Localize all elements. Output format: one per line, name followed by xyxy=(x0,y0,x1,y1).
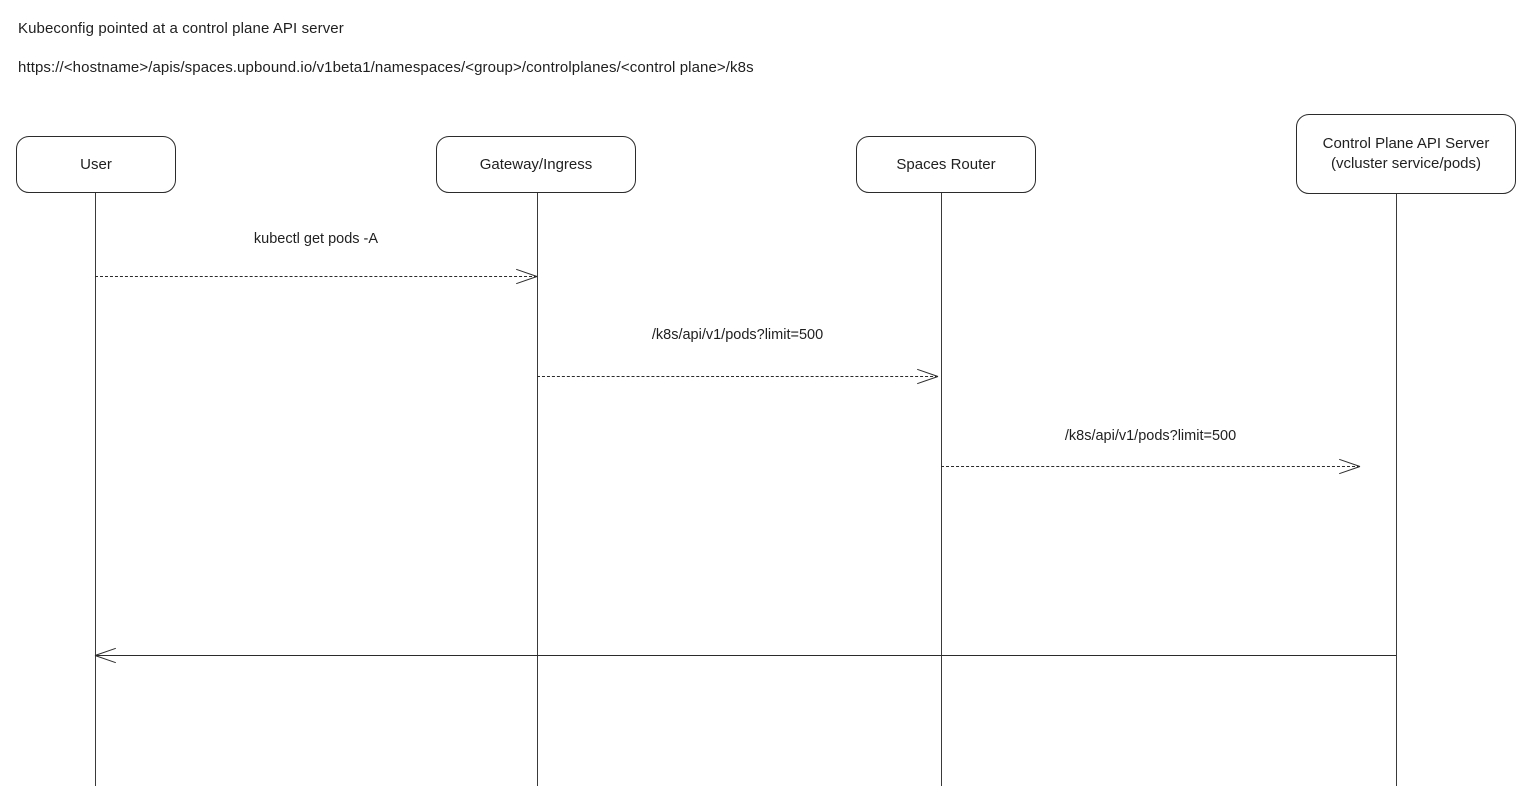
lifeline-spaces-router xyxy=(941,193,942,786)
diagram-note-url: https://<hostname>/apis/spaces.upbound.i… xyxy=(18,59,754,76)
participant-control-plane-sublabel: (vcluster service/pods) xyxy=(1330,155,1482,172)
lifeline-user xyxy=(95,193,96,786)
participant-spaces-router[interactable]: Spaces Router xyxy=(856,136,1036,193)
lifeline-gateway xyxy=(537,193,538,786)
participant-control-plane-label: Control Plane API Server xyxy=(1322,135,1490,152)
participant-gateway-label: Gateway/Ingress xyxy=(479,155,593,173)
participant-user-label: User xyxy=(80,155,112,173)
participant-user[interactable]: User xyxy=(16,136,176,193)
message-label-3: /k8s/api/v1/pods?limit=500 xyxy=(1064,428,1237,444)
message-line-3 xyxy=(941,466,1360,467)
participant-spaces-router-label: Spaces Router xyxy=(896,155,996,173)
participant-control-plane[interactable]: Control Plane API Server (vcluster servi… xyxy=(1296,114,1516,194)
message-line-4-return xyxy=(95,655,1396,656)
message-line-2 xyxy=(537,376,938,377)
participant-gateway[interactable]: Gateway/Ingress xyxy=(436,136,636,193)
message-label-1: kubectl get pods -A xyxy=(253,231,379,247)
message-line-1 xyxy=(95,276,537,277)
message-label-2: /k8s/api/v1/pods?limit=500 xyxy=(651,327,824,343)
diagram-note-title: Kubeconfig pointed at a control plane AP… xyxy=(18,20,344,37)
lifeline-control-plane xyxy=(1396,193,1397,786)
